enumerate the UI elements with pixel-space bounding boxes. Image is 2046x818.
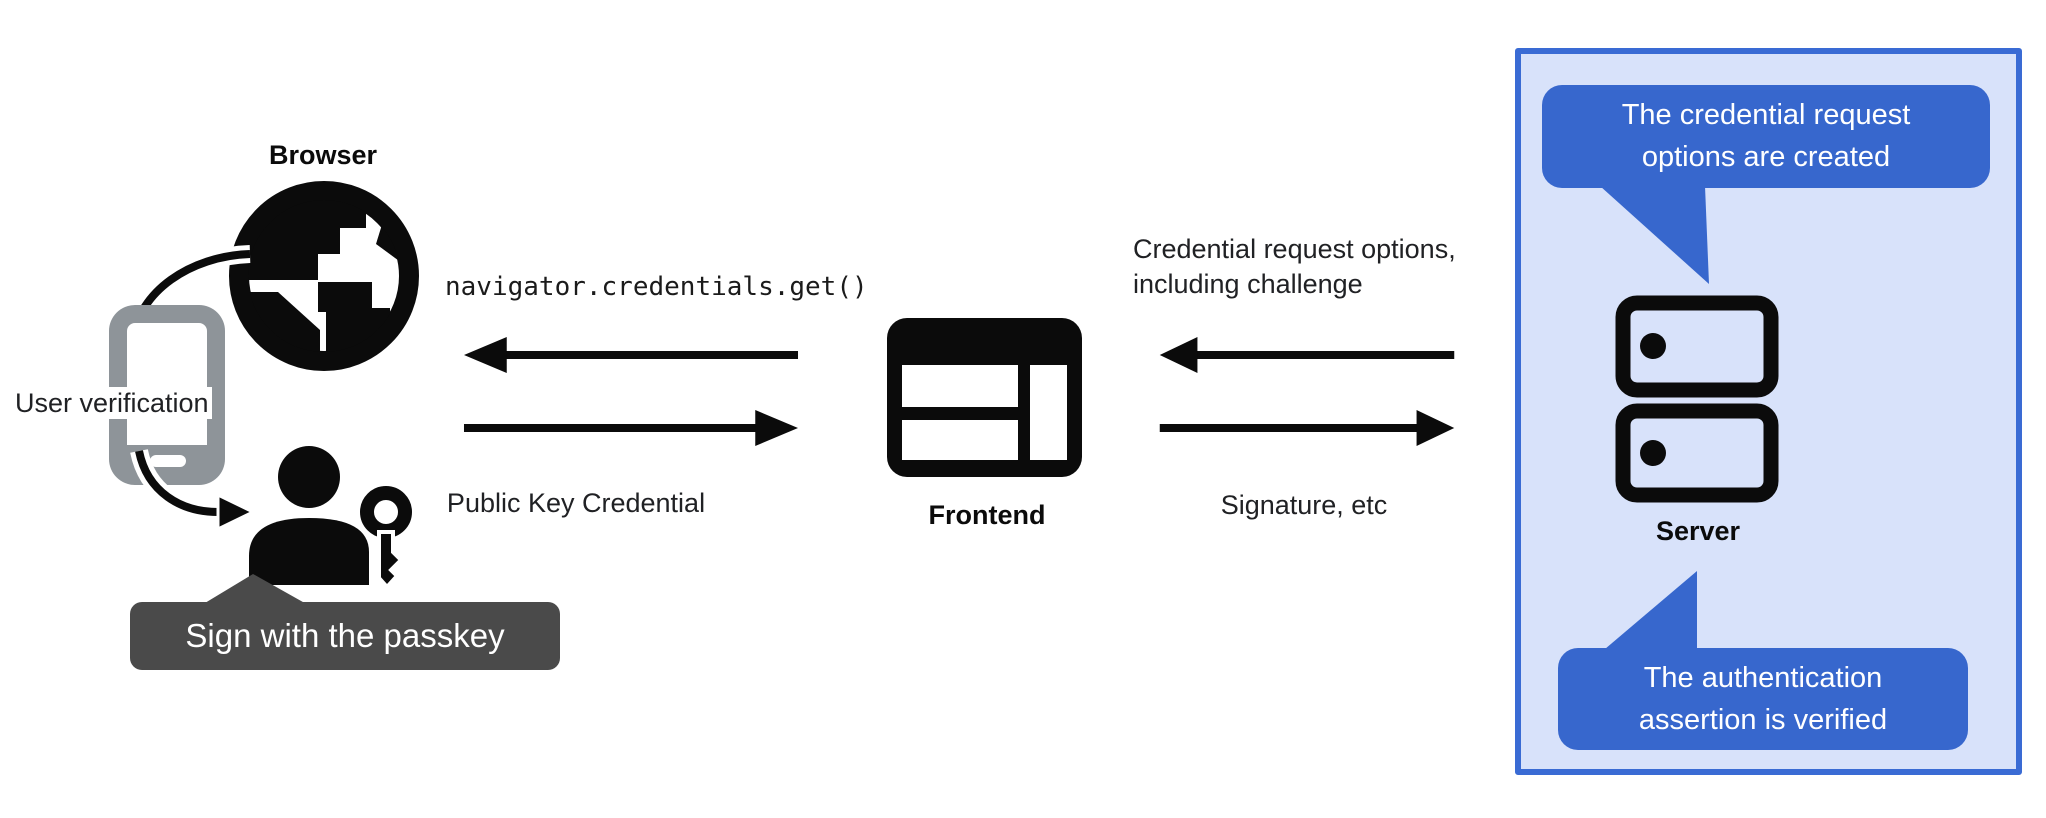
globe-icon <box>229 181 419 371</box>
sign-passkey-text: Sign with the passkey <box>185 617 505 654</box>
credential-request-label: Credential request options, including ch… <box>1133 232 1456 302</box>
public-key-credential-label: Public Key Credential <box>446 488 706 518</box>
server-note-top-line2: options are created <box>1641 141 1891 173</box>
user-verification-label: User verification <box>12 387 212 419</box>
server-stack-icon <box>1615 295 1779 503</box>
server-note-top: The credential request options are creat… <box>1542 85 1990 188</box>
note-top-tail <box>1600 186 1709 284</box>
frontend-window-icon <box>887 318 1082 477</box>
key-glyph <box>356 482 415 590</box>
frontend-window-pane-side <box>1030 365 1067 460</box>
frontend-window-pane-top <box>902 365 1018 407</box>
code-call-label: navigator.credentials.get() <box>445 272 868 302</box>
credential-request-line2: including challenge <box>1133 269 1363 299</box>
arrow-server-to-frontend <box>1159 337 1455 373</box>
user-passkey-icon <box>249 446 415 590</box>
browser-label: Browser <box>268 140 378 170</box>
tooltip-tail <box>200 574 310 606</box>
credential-request-line1: Credential request options, <box>1133 234 1456 264</box>
note-bottom-tail <box>1605 571 1697 649</box>
frontend-label: Frontend <box>928 500 1046 530</box>
arrow-browser-to-frontend <box>463 410 799 446</box>
server-note-bottom: The authentication assertion is verified <box>1558 648 1968 750</box>
server-note-top-line1: The credential request <box>1621 99 1911 131</box>
sign-passkey-tooltip: Sign with the passkey <box>130 602 560 670</box>
arrow-frontend-to-browser <box>463 337 799 373</box>
frontend-window-pane-bottom <box>902 420 1018 460</box>
arrow-frontend-to-server <box>1159 410 1455 446</box>
curved-arrow-phone-to-user <box>130 448 257 532</box>
phone-home-bar <box>150 455 186 467</box>
server-label: Server <box>1655 516 1741 546</box>
signature-label: Signature, etc <box>1220 490 1388 520</box>
server-note-bottom-line2: assertion is verified <box>1638 704 1888 736</box>
server-note-bottom-line1: The authentication <box>1643 662 1883 694</box>
